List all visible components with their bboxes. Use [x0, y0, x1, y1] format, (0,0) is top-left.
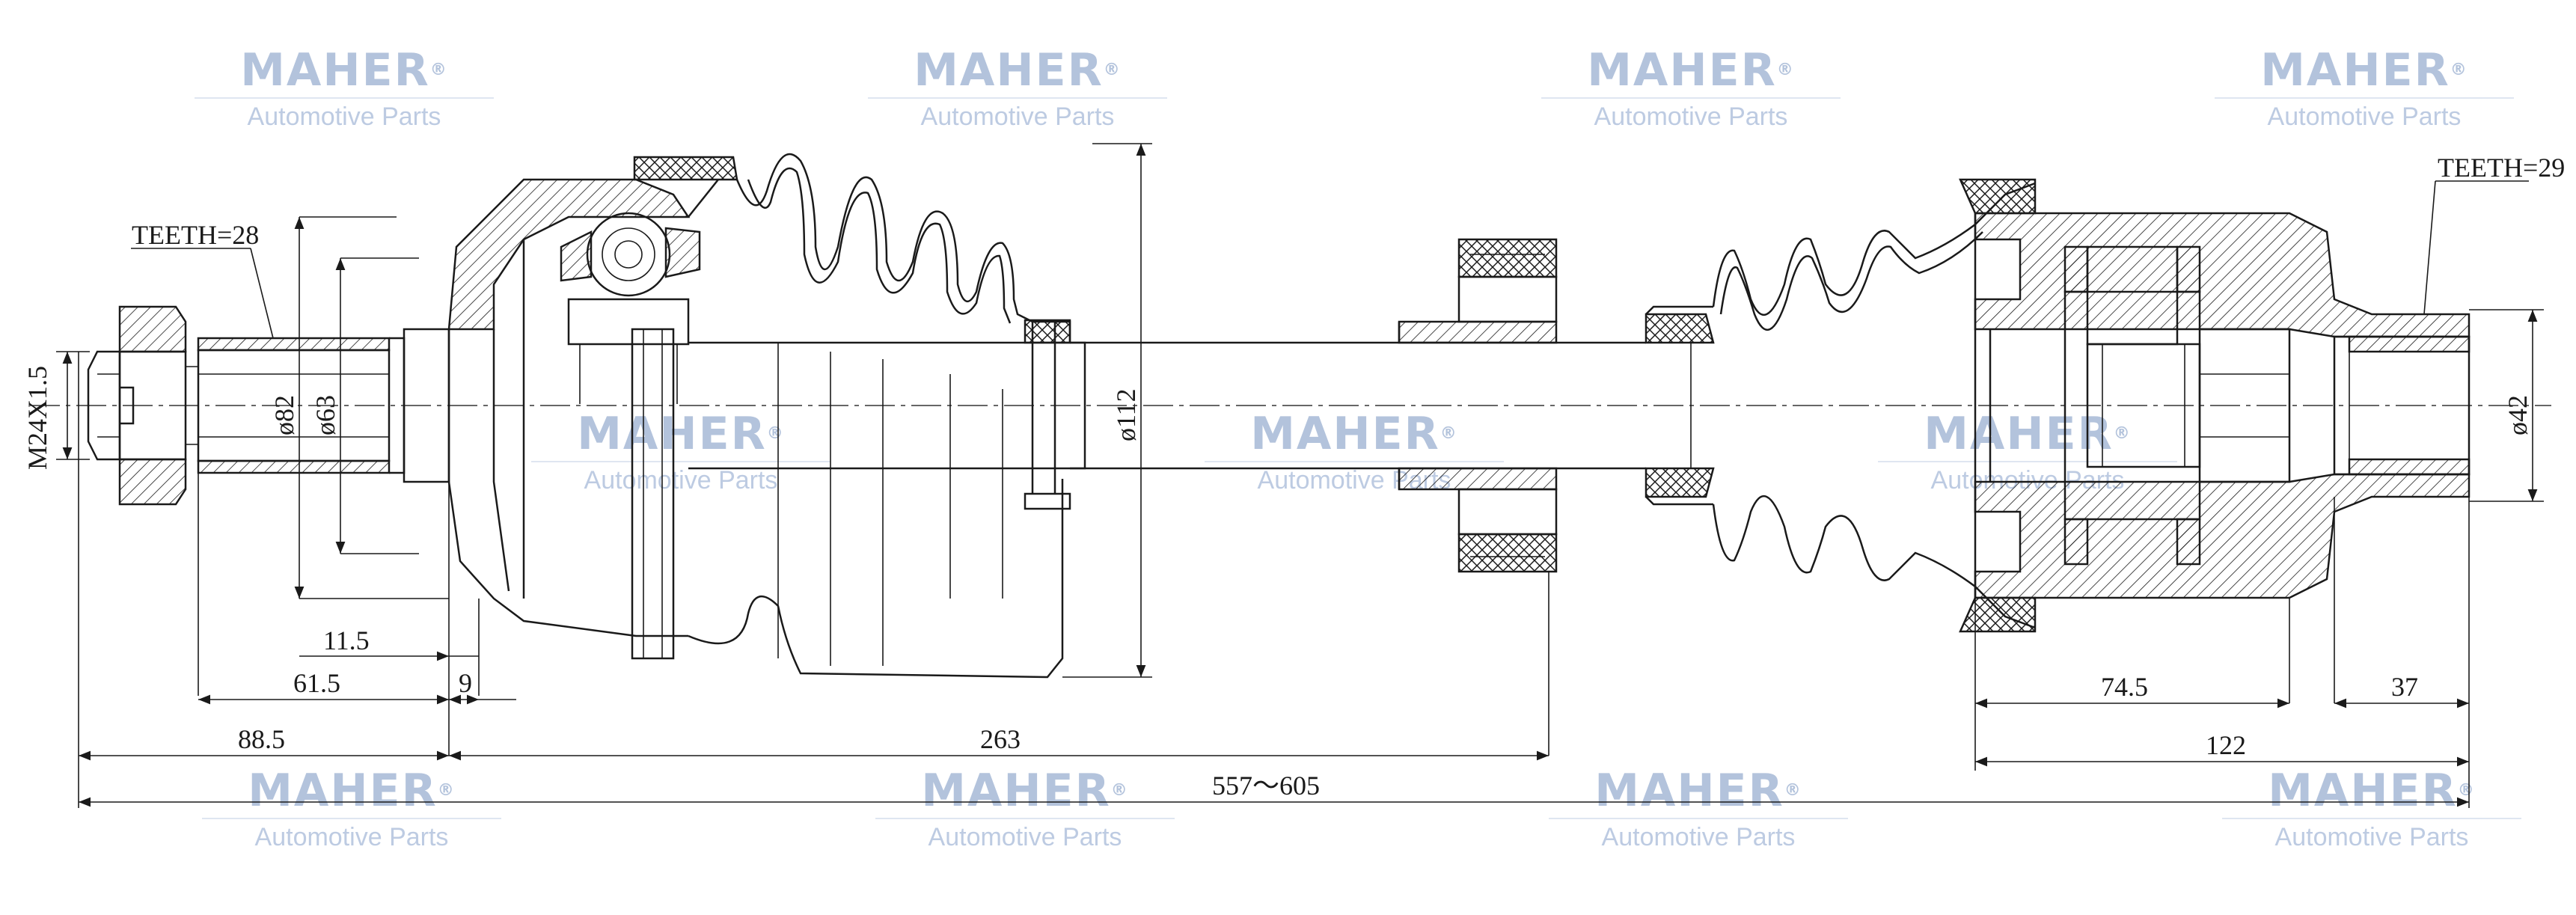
watermark: MAHER® Automotive Parts [486, 410, 875, 495]
watermark-logo: MAHER® [2260, 44, 2468, 97]
dim-total: 557～605 [1212, 771, 1320, 801]
watermark-logo: MAHER® [1587, 44, 1795, 97]
dia-42-label: ø42 [2503, 395, 2533, 435]
inner-boot [1645, 182, 2036, 629]
dim-122: 122 [2206, 730, 2246, 760]
teeth-right-label: TEETH=29 [2438, 153, 2565, 183]
thread-label: M24X1.5 [22, 366, 52, 470]
watermark-logo: MAHER® [240, 44, 448, 97]
dimension-lines [56, 143, 2544, 808]
dia-63-label: ø63 [310, 395, 340, 435]
watermark-subtitle: Automotive Parts [1601, 823, 1796, 851]
watermark: MAHER® Automotive Parts [1496, 46, 1885, 132]
dim-9: 9 [459, 668, 472, 698]
watermark-subtitle: Automotive Parts [254, 823, 449, 851]
dim-263: 263 [980, 724, 1021, 754]
watermark-logo: MAHER® [1924, 408, 2132, 460]
dim-11-5: 11.5 [323, 625, 370, 655]
vibration-damper [1398, 238, 1558, 573]
dim-88-5: 88.5 [238, 724, 285, 754]
dia-112-label: ø112 [1111, 388, 1141, 441]
dim-37: 37 [2391, 672, 2418, 702]
watermark-subtitle: Automotive Parts [2267, 102, 2462, 131]
outer-boot [633, 153, 1071, 679]
watermark-subtitle: Automotive Parts [928, 823, 1122, 851]
teeth-left-label: TEETH=28 [132, 220, 259, 250]
dim-61-5: 61.5 [293, 668, 340, 698]
watermark-subtitle: Automotive Parts [920, 102, 1115, 131]
watermark-subtitle: Automotive Parts [1594, 102, 1788, 131]
outer-cv-joint [447, 178, 701, 660]
watermark: MAHER® Automotive Parts [2170, 46, 2559, 132]
watermark-logo: MAHER® [914, 44, 1122, 97]
watermark: MAHER® Automotive Parts [150, 46, 539, 132]
dia-82-label: ø82 [269, 395, 299, 435]
watermark-logo: MAHER® [577, 408, 785, 460]
watermark: MAHER® Automotive Parts [1833, 410, 2222, 495]
wheel-nut [87, 305, 198, 506]
watermark-subtitle: Automotive Parts [2274, 823, 2469, 851]
watermark-logo: MAHER® [1250, 408, 1458, 460]
dim-74-5: 74.5 [2101, 672, 2148, 702]
watermark-subtitle: Automotive Parts [247, 102, 441, 131]
watermark-subtitle: Automotive Parts [584, 466, 778, 495]
inner-cv-joint [1959, 178, 2471, 633]
watermark: MAHER® Automotive Parts [823, 46, 1212, 132]
